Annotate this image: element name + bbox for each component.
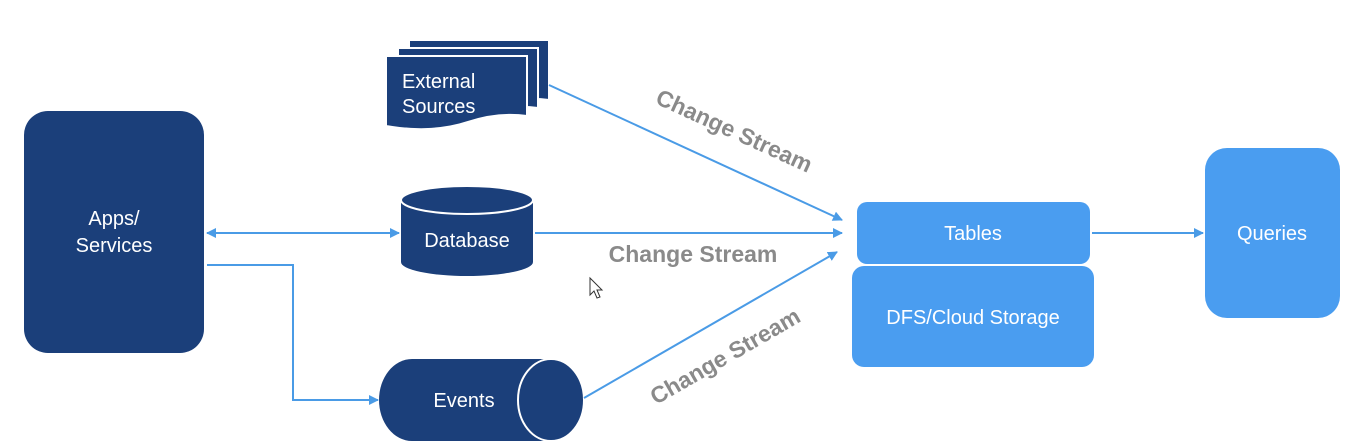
queries-label: Queries [1237,223,1307,245]
edge-external-to-tables [548,84,843,221]
edge-label-events: Change Stream [645,303,804,410]
edge-events-to-tables [583,251,838,399]
events-node: Events [379,358,585,442]
edge-label-external: Change Stream [652,84,816,178]
database-node: Database [400,185,534,276]
tables-label: Tables [944,223,1002,245]
apps-services-node: Apps/ Services [24,111,204,353]
queries-node: Queries [1205,148,1340,318]
apps-services-label-line2: Services [76,235,153,257]
storage-node: DFS/Cloud Storage [852,266,1094,367]
apps-services-label-line1: Apps/ [88,208,140,230]
external-sources-label-line2: Sources [402,96,475,118]
external-sources-label-line1: External [402,71,475,93]
edge-apps-to-events [207,264,379,405]
database-label: Database [424,230,510,252]
storage-label: DFS/Cloud Storage [886,307,1059,329]
events-label: Events [433,390,494,412]
external-sources-node: External Sources [385,39,550,131]
mouse-cursor-icon [589,276,604,299]
edge-label-database: Change Stream [609,241,778,267]
tables-node: Tables [857,202,1090,264]
